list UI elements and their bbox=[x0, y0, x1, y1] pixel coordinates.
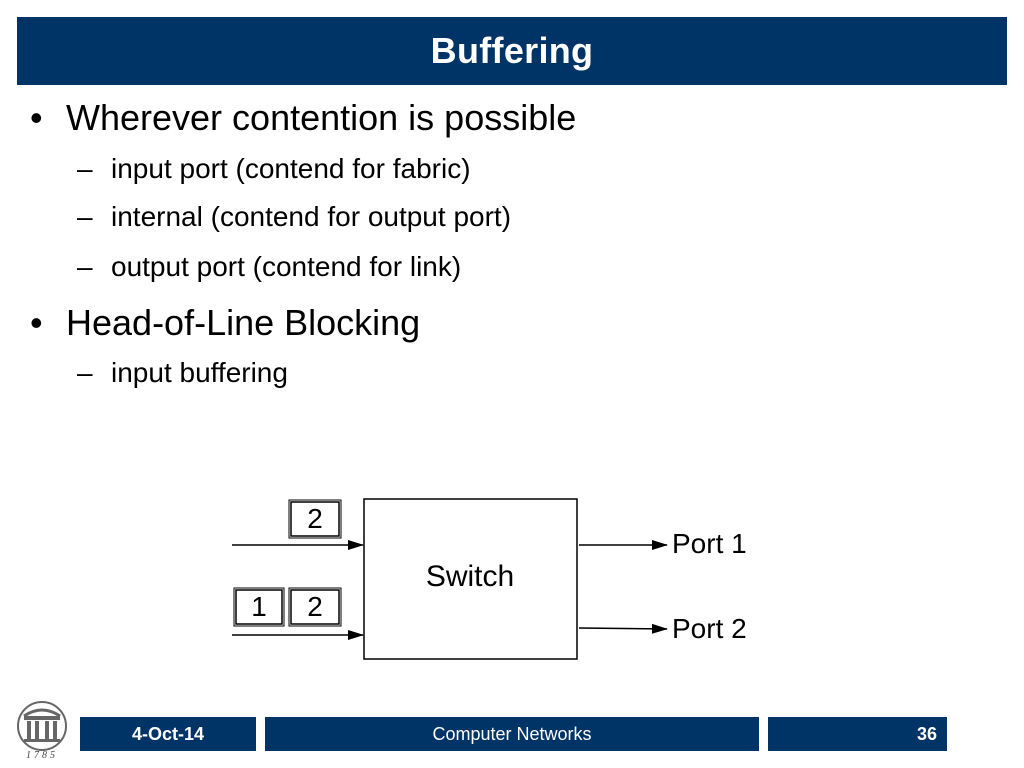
output-port-label: Port 1 bbox=[672, 528, 747, 559]
queue-packet: 2 bbox=[288, 587, 342, 627]
output-port-label: Port 2 bbox=[672, 613, 747, 644]
footer-date-box: 4-Oct-14 bbox=[80, 717, 256, 751]
switch-box: Switch bbox=[363, 498, 578, 660]
footer-title-box: Computer Networks bbox=[265, 717, 759, 751]
footer-date: 4-Oct-14 bbox=[131, 723, 205, 744]
logo-year: 1785 bbox=[26, 750, 58, 761]
slide-title: Buffering bbox=[430, 30, 594, 71]
packet-label: 1 bbox=[251, 591, 267, 622]
page-number: 36 bbox=[916, 723, 937, 744]
footer-course: Computer Networks bbox=[432, 723, 592, 744]
university-arch-logo: 1785 bbox=[17, 701, 67, 761]
title-bar: Buffering bbox=[17, 17, 1007, 85]
queue-packet: 2 bbox=[288, 499, 342, 539]
footer-page-box: 36 bbox=[768, 717, 947, 751]
switch-label: Switch bbox=[426, 560, 514, 593]
packet-label: 2 bbox=[307, 503, 323, 534]
output-2-arrow bbox=[578, 623, 668, 634]
queue-packet: 1 bbox=[233, 587, 285, 627]
packet-label: 2 bbox=[307, 591, 323, 622]
